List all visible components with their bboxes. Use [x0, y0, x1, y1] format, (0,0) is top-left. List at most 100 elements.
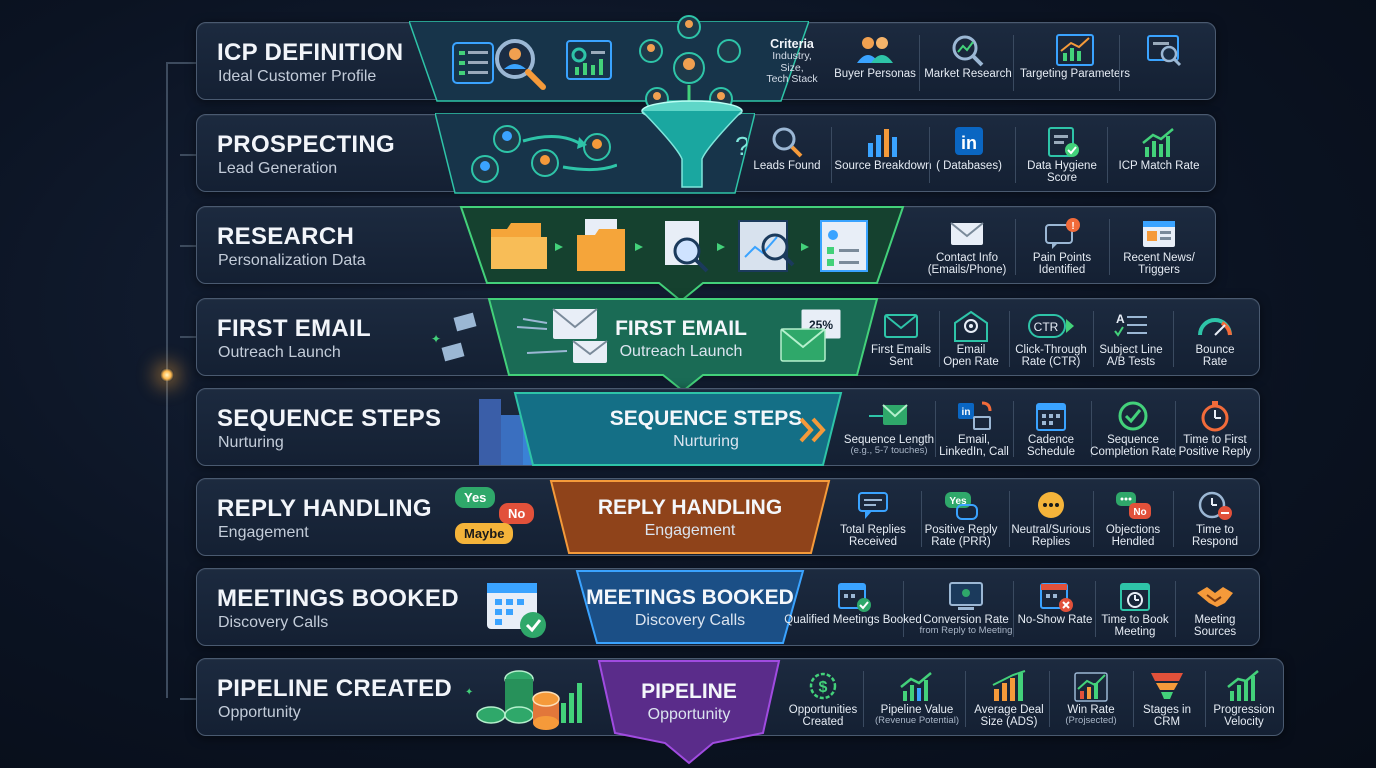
- channels-icon: in: [958, 401, 992, 430]
- metric-time-to-book[interactable]: Time to Book Meeting: [1085, 579, 1185, 638]
- funnel-subtitle: Discovery Calls: [634, 612, 746, 629]
- metric-conversion-rate[interactable]: Conversion Rate from Reply to Meeting: [911, 579, 1021, 636]
- funnel-title: REPLY HANDLING: [597, 496, 783, 519]
- metric-ctr[interactable]: CTR Click-Through Rate (CTR): [1001, 309, 1101, 368]
- stage-first-email[interactable]: FIRST EMAIL Outreach Launch ✦ FIRST EMAI…: [196, 298, 1260, 393]
- metric-market-research[interactable]: Market Research: [918, 33, 1018, 80]
- metric-pain-points[interactable]: ! Pain Points Identified: [1012, 217, 1112, 276]
- metric-sequence-completion-rate[interactable]: Sequence Completion Rate: [1083, 399, 1183, 458]
- stage-subtitle: Outreach Launch: [218, 344, 341, 361]
- metric-contact-info[interactable]: Contact Info (Emails/Phone): [917, 217, 1017, 276]
- metric-qualified-meetings[interactable]: Qualified Meetings Booked: [784, 579, 922, 626]
- funnel-subtitle: Outreach Launch: [619, 343, 743, 360]
- metric-bounce-rate[interactable]: Bounce Rate: [1165, 309, 1265, 368]
- metric-databases[interactable]: in ( Databases): [919, 125, 1019, 172]
- funnel-text: MEETINGS BOOKED Discovery Calls: [586, 586, 794, 630]
- stage-icp-definition[interactable]: ICP DEFINITION Ideal Customer Profile Cr…: [196, 15, 1216, 111]
- metric-divider: [1109, 219, 1110, 275]
- stage-pipeline-created[interactable]: PIPELINE CREATED Opportunity ✦ PIPELINE …: [196, 658, 1284, 765]
- funnel-icon: ?: [641, 100, 747, 188]
- double-chevron-icon: [799, 417, 826, 443]
- metric-time-to-first-positive-reply[interactable]: Time to First Positive Reply: [1165, 399, 1265, 458]
- stage-subtitle: Lead Generation: [218, 160, 338, 177]
- metric-label: Time to Book Meeting: [1101, 614, 1169, 638]
- metric-divider: [1015, 127, 1016, 183]
- stage-prospecting[interactable]: PROSPECTING Lead Generation ? Leads Foun…: [196, 100, 1216, 194]
- yes-chat-icon: Yes: [945, 492, 978, 520]
- stage-subtitle: Discovery Calls: [218, 614, 329, 631]
- stage-research[interactable]: RESEARCH Personalization Data Contact In…: [196, 206, 1216, 303]
- metric-objections-handled[interactable]: No Objections Hendled: [1083, 489, 1183, 548]
- metric-analytics-search[interactable]: [1114, 33, 1214, 68]
- metric-average-deal-size[interactable]: Average Deal Size (ADS): [959, 669, 1059, 728]
- metric-positive-reply-rate[interactable]: Yes Positive Reply Rate (PRR): [911, 489, 1011, 548]
- stage-title: PROSPECTING: [217, 131, 395, 158]
- svg-text:Yes: Yes: [949, 496, 967, 507]
- metric-label: Time to Respond: [1191, 524, 1239, 548]
- metric-cadence-schedule[interactable]: Cadence Schedule: [1001, 399, 1101, 458]
- metric-neutral-replies[interactable]: Neutral/Surious Replies: [1001, 489, 1101, 548]
- metric-label: Targeting Parameters: [1020, 68, 1130, 80]
- metric-note: from Reply to Meeting: [919, 625, 1013, 636]
- metric-pipeline-value[interactable]: Pipeline Value (Revenue Potential): [867, 669, 967, 726]
- money-stack-icon: ✦: [465, 670, 582, 730]
- metric-data-hygiene-score[interactable]: Data Hygiene Score: [1012, 125, 1112, 184]
- metric-channels[interactable]: in Email, LinkedIn, Call: [924, 399, 1024, 458]
- metric-icp-match-rate[interactable]: ICP Match Rate: [1109, 125, 1209, 172]
- funnel-band: [597, 660, 781, 765]
- market-research-icon: [952, 35, 984, 67]
- metric-subject-line-ab-tests[interactable]: A Subject Line A/B Tests: [1081, 309, 1181, 368]
- metric-label: Leads Found: [753, 160, 821, 172]
- stage-title: RESEARCH: [217, 223, 355, 250]
- metric-email-open-rate[interactable]: Email Open Rate: [921, 309, 1021, 368]
- metric-progression-velocity[interactable]: Progression Velocity: [1194, 669, 1294, 728]
- metric-label: Win Rate: [1067, 704, 1115, 716]
- metric-label: Progression Velocity: [1213, 704, 1275, 728]
- metric-divider: [1107, 127, 1108, 183]
- metric-win-rate[interactable]: Win Rate (Projsected): [1041, 669, 1141, 726]
- metric-label: Time to First Positive Reply: [1178, 434, 1252, 458]
- metric-divider: [831, 127, 832, 183]
- funnel-subtitle: Nurturing: [673, 433, 739, 450]
- metric-meeting-sources[interactable]: Meeting Sources: [1165, 579, 1265, 638]
- metric-stages-in-crm[interactable]: Stages in CRM: [1117, 669, 1217, 728]
- metric-no-show-rate[interactable]: No-Show Rate: [1005, 579, 1105, 626]
- maybe-reply-bubble: Maybe: [455, 523, 514, 544]
- metric-buyer-personas[interactable]: Buyer Personas: [825, 33, 925, 80]
- clock-chat-icon: [1198, 491, 1232, 520]
- stage-subtitle: Engagement: [218, 524, 309, 541]
- metric-leads-found[interactable]: Leads Found: [737, 125, 837, 172]
- yes-reply-bubble: Yes: [455, 487, 496, 508]
- lead-flow-icon: [471, 125, 617, 183]
- metric-label: Conversion Rate: [923, 614, 1009, 626]
- stage-subtitle: Ideal Customer Profile: [218, 68, 377, 85]
- check-circle-icon: [1118, 401, 1148, 431]
- funnel-title: MEETINGS BOOKED: [586, 586, 794, 609]
- metric-divider: [1009, 311, 1010, 367]
- stage-subtitle: Opportunity: [218, 704, 301, 721]
- stage-sequence-steps[interactable]: SEQUENCE STEPS Nurturing SEQUENCE STEPS …: [196, 388, 1260, 466]
- profile-search-icon: [452, 39, 546, 90]
- metric-divider: [1095, 581, 1096, 637]
- calendar-booked-icon: [487, 583, 546, 638]
- svg-text:A: A: [1116, 312, 1125, 326]
- metric-label: Sequence Completion Rate: [1090, 434, 1176, 458]
- metric-divider: [919, 35, 920, 91]
- metric-divider: [939, 311, 940, 367]
- envelope-arrow-icon: [869, 404, 908, 425]
- trend-up-icon: [900, 672, 932, 701]
- metric-targeting-parameters[interactable]: Targeting Parameters: [1020, 33, 1130, 80]
- metric-opportunities-created[interactable]: $ Opportunities Created: [773, 669, 873, 728]
- meetings-booked-funnel: MEETINGS BOOKED Discovery Calls: [575, 569, 805, 647]
- chat-icon: [858, 492, 888, 519]
- stage-meetings-booked[interactable]: MEETINGS BOOKED Discovery Calls MEETINGS…: [196, 568, 1260, 646]
- metric-source-breakdown[interactable]: Source Breakdown: [833, 125, 933, 172]
- no-chat-icon: No: [1116, 492, 1151, 519]
- metric-sequence-length[interactable]: Sequence Length (e.g., 5-7 touches): [839, 399, 939, 456]
- stage-reply-handling[interactable]: REPLY HANDLING Engagement Yes No Maybe R…: [196, 478, 1260, 556]
- metric-first-emails-sent[interactable]: First Emails Sent: [851, 309, 951, 368]
- metric-recent-news[interactable]: Recent News/ Triggers: [1109, 217, 1209, 276]
- stage-title: ICP DEFINITION: [217, 39, 404, 66]
- metric-total-replies[interactable]: Total Replies Received: [823, 489, 923, 548]
- metric-time-to-respond[interactable]: Time to Respond: [1165, 489, 1265, 548]
